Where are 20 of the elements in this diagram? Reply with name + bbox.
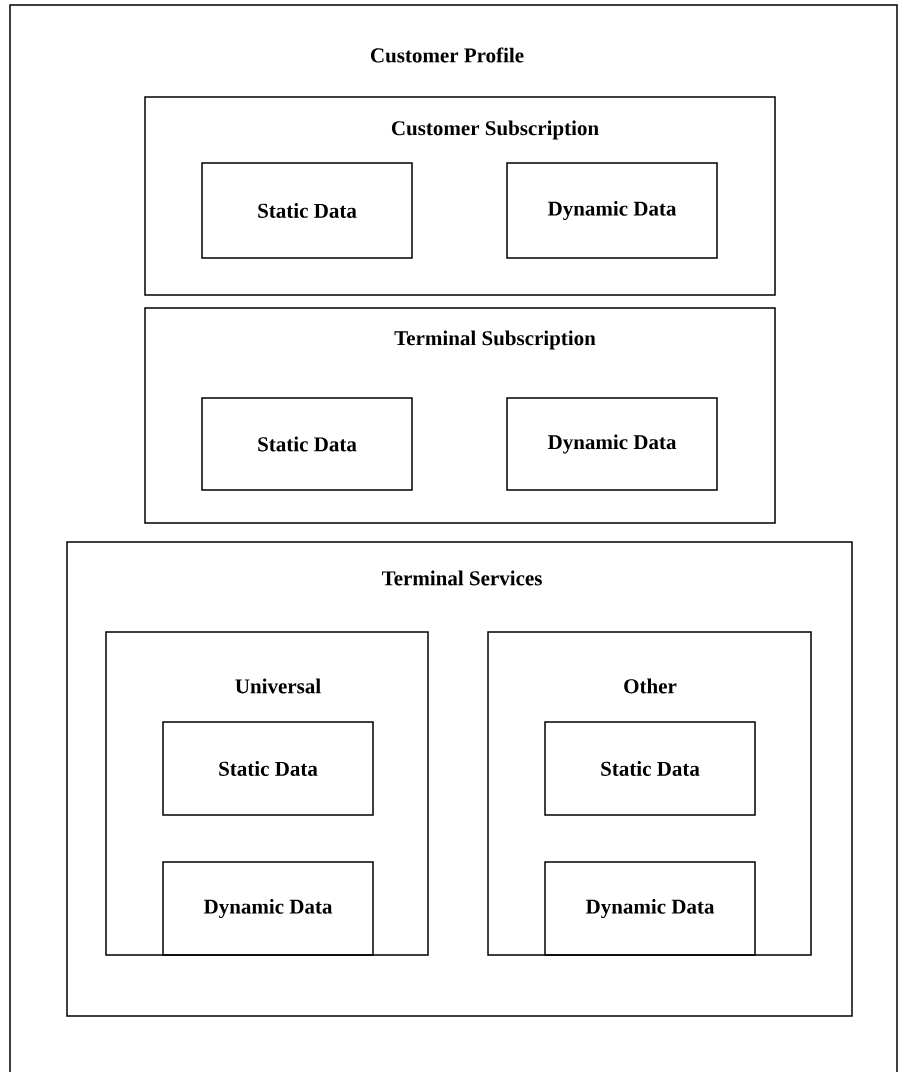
heading: Terminal Services (381, 570, 542, 586)
data-box: Dynamic Data (544, 861, 756, 956)
container-box (9, 4, 898, 1072)
heading: Customer Subscription (391, 120, 599, 140)
container-box (66, 541, 853, 1017)
container-box (144, 307, 776, 524)
heading: Customer Profile (370, 47, 524, 63)
data-box: Dynamic Data (162, 861, 374, 956)
container-box (105, 631, 429, 956)
heading: Terminal Subscription (394, 330, 596, 350)
container-box (487, 631, 812, 956)
heading: Universal (235, 678, 321, 694)
data-box: Static Data (201, 162, 413, 259)
data-box: Dynamic Data (506, 397, 718, 491)
heading: Other (624, 678, 677, 694)
data-box: Static Data (201, 397, 413, 491)
data-box: Dynamic Data (506, 162, 718, 259)
container-box (144, 96, 776, 296)
data-box: Static Data (544, 721, 756, 816)
data-box: Static Data (162, 721, 374, 816)
